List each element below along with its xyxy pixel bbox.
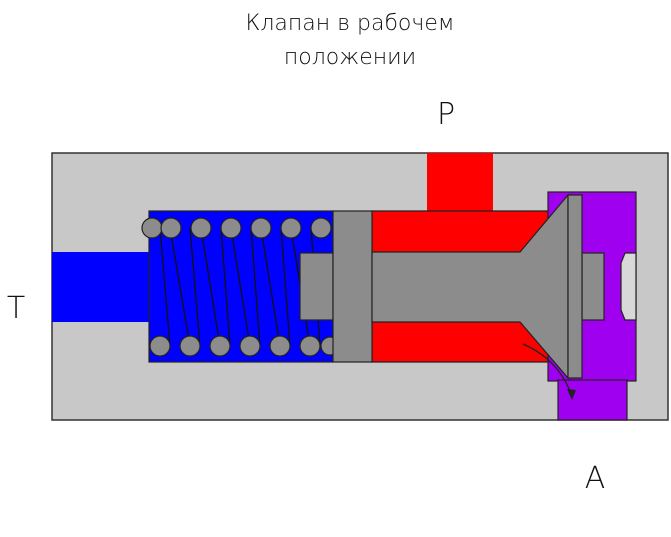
poppet-stem-end (581, 252, 605, 321)
pressure-port (427, 153, 493, 213)
arrow-head-icon (567, 389, 576, 400)
piston (332, 210, 373, 363)
tank-channel (52, 252, 150, 322)
poppet-disk (567, 194, 583, 379)
title-line-2: положении (284, 45, 416, 70)
port-label-a: A (585, 461, 606, 496)
title-line-1: Клапан в рабочем (246, 11, 455, 36)
port-label-p: P (437, 97, 455, 132)
piston-guide (299, 252, 334, 321)
port-label-t: T (7, 291, 25, 326)
outlet-notch (620, 252, 637, 321)
outlet-port (557, 379, 628, 421)
